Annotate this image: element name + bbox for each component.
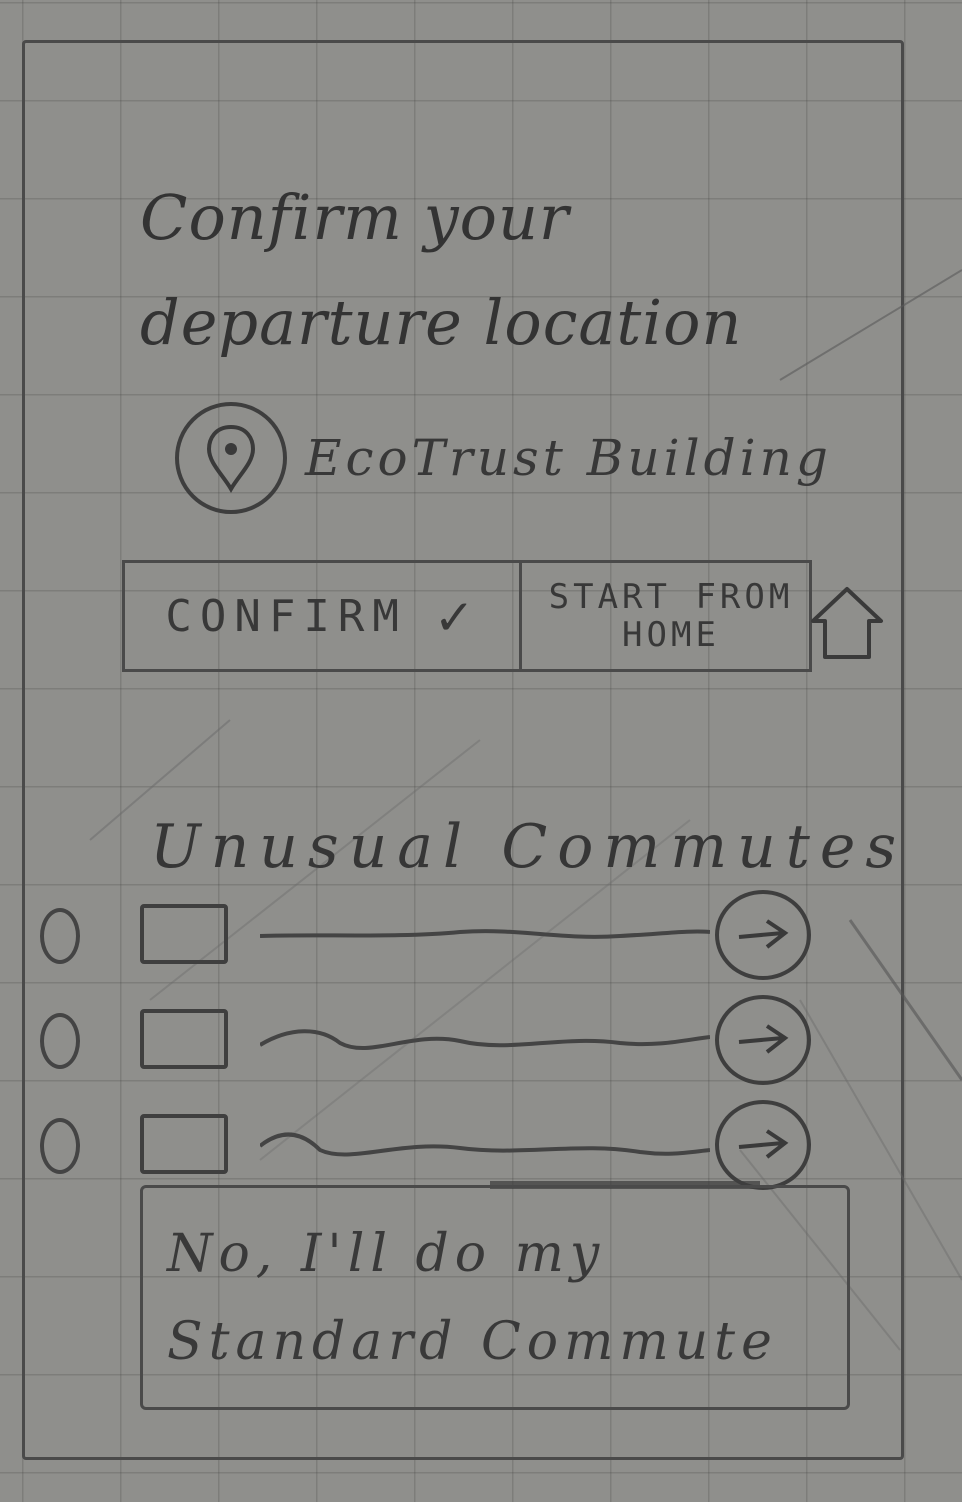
checkmark-icon: ✓: [436, 583, 479, 649]
list-item[interactable]: [30, 1100, 830, 1205]
page-title: Confirm your departure location: [140, 181, 743, 359]
standard-commute-button[interactable]: No, I'll do my Standard Commute: [140, 1185, 850, 1410]
list-item[interactable]: [30, 890, 830, 995]
location-actions: CONFIRM ✓ START FROM HOME: [122, 560, 883, 672]
list-item[interactable]: [30, 995, 830, 1100]
arrow-right-icon[interactable]: [715, 995, 811, 1085]
arrow-right-icon[interactable]: [715, 1100, 811, 1190]
start-from-home-label: START FROM HOME: [548, 577, 794, 655]
confirm-label: CONFIRM: [165, 590, 407, 642]
arrow-right-icon[interactable]: [715, 890, 811, 980]
text-placeholder: [260, 1029, 710, 1051]
confirm-button[interactable]: CONFIRM ✓: [122, 560, 522, 672]
image-placeholder-icon: [140, 904, 228, 964]
unusual-commutes-title: Unusual Commutes: [150, 812, 907, 882]
radio-button[interactable]: [40, 908, 80, 964]
image-placeholder-icon: [140, 1009, 228, 1069]
unusual-commutes-list: [30, 890, 830, 1205]
text-placeholder: [260, 1132, 710, 1157]
house-icon: [807, 583, 887, 671]
radio-button[interactable]: [40, 1013, 80, 1069]
start-from-home-button[interactable]: START FROM HOME: [522, 560, 883, 672]
departure-location: EcoTrust Building: [175, 398, 832, 518]
radio-button[interactable]: [40, 1118, 80, 1174]
phone-frame: [22, 40, 904, 1460]
location-name: EcoTrust Building: [305, 429, 832, 487]
text-placeholder: [260, 929, 710, 939]
map-pin-icon: [175, 402, 287, 514]
image-placeholder-icon: [140, 1114, 228, 1174]
